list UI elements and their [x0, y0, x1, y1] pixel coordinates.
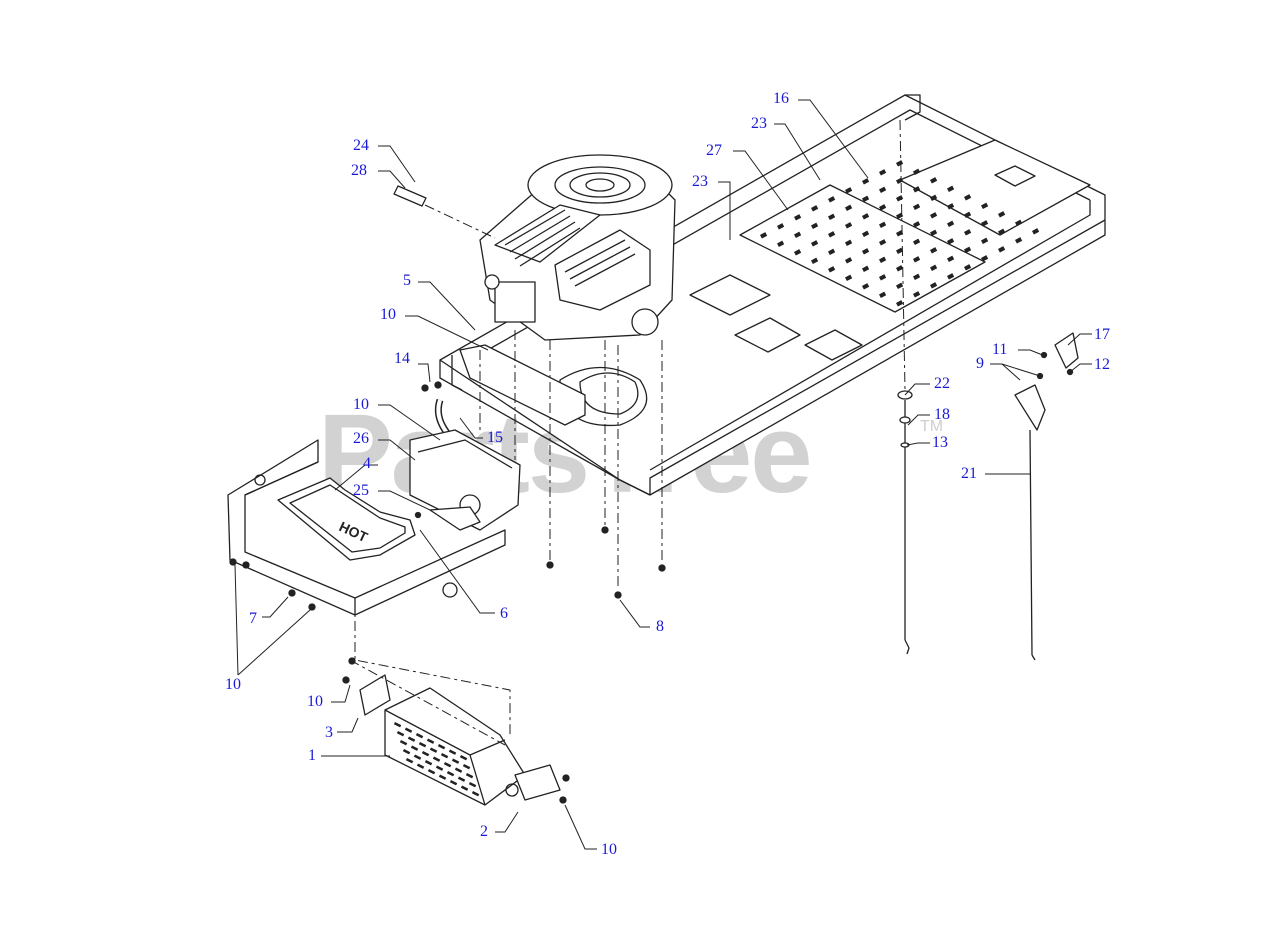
callout-24[interactable]: 24 — [353, 137, 369, 154]
callout-9[interactable]: 9 — [976, 355, 984, 372]
callout-16[interactable]: 16 — [773, 90, 789, 107]
callout-12[interactable]: 12 — [1094, 356, 1110, 373]
engine-assembly — [479, 154, 676, 341]
floor-pan-holes — [760, 160, 1040, 307]
callout-14[interactable]: 14 — [394, 350, 410, 367]
callout-10[interactable]: 10 — [601, 841, 617, 858]
callout-10[interactable]: 10 — [353, 396, 369, 413]
callout-6[interactable]: 6 — [500, 605, 508, 622]
mower-frame — [439, 94, 1106, 496]
callout-23[interactable]: 23 — [692, 173, 708, 190]
callout-18[interactable]: 18 — [934, 406, 950, 423]
callout-13[interactable]: 13 — [932, 434, 948, 451]
callout-26[interactable]: 26 — [353, 430, 369, 447]
callout-10[interactable]: 10 — [380, 306, 396, 323]
bolts — [229, 351, 1074, 804]
callout-17[interactable]: 17 — [1094, 326, 1110, 343]
callout-27[interactable]: 27 — [706, 142, 722, 159]
callout-10[interactable]: 10 — [225, 676, 241, 693]
callout-11[interactable]: 11 — [992, 341, 1008, 358]
callout-8[interactable]: 8 — [656, 618, 664, 635]
callout-25[interactable]: 25 — [353, 482, 369, 499]
front-frame — [227, 439, 506, 616]
callout-21[interactable]: 21 — [961, 465, 977, 482]
muffler-guard — [359, 674, 561, 806]
fitting-24-28 — [393, 185, 427, 207]
callout-10[interactable]: 10 — [307, 693, 323, 710]
callout-28[interactable]: 28 — [351, 162, 367, 179]
callout-2[interactable]: 2 — [480, 823, 488, 840]
callout-5[interactable]: 5 — [403, 272, 411, 289]
assembly-dashed-lines — [349, 119, 906, 746]
callout-15[interactable]: 15 — [487, 429, 503, 446]
callout-23[interactable]: 23 — [751, 115, 767, 132]
leader-lines — [234, 99, 1092, 850]
muffler — [409, 398, 521, 531]
callout-22[interactable]: 22 — [934, 375, 950, 392]
heat-shield-upper — [451, 344, 586, 426]
trademark-mark: TM — [920, 418, 944, 435]
callout-4[interactable]: 4 — [363, 455, 371, 472]
callout-3[interactable]: 3 — [325, 724, 333, 741]
callout-1[interactable]: 1 — [308, 747, 316, 764]
throttle-cable — [1014, 332, 1079, 661]
callout-7[interactable]: 7 — [249, 610, 257, 627]
dipstick — [897, 390, 913, 655]
